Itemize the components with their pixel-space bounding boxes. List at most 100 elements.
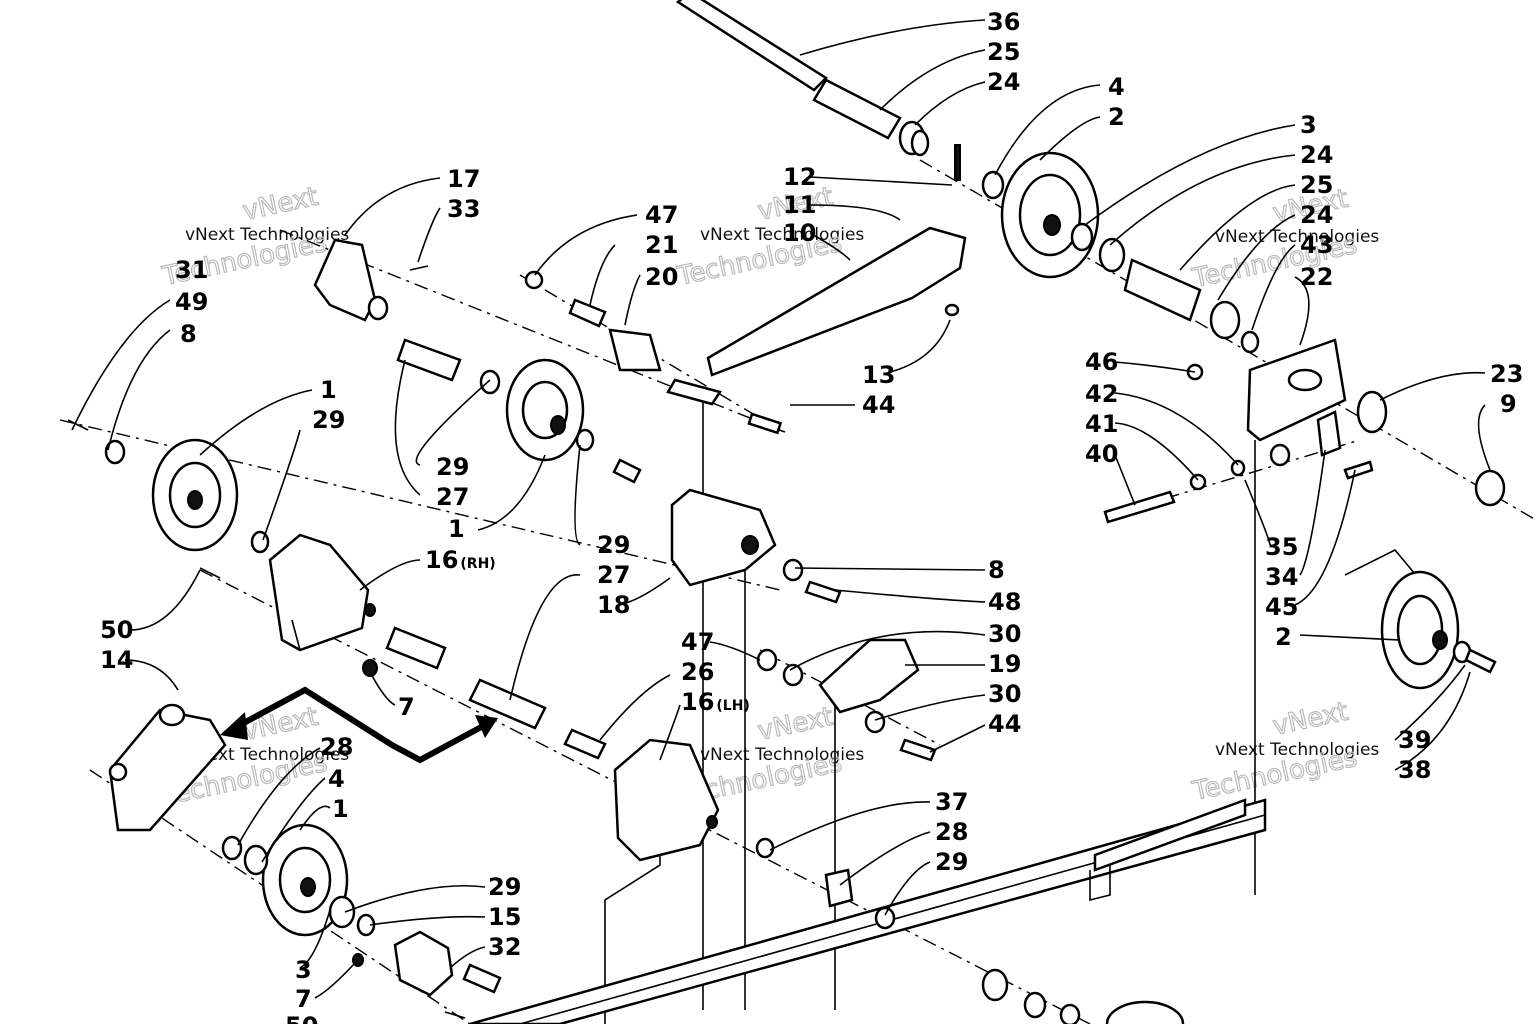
callout-24: 24	[1300, 141, 1333, 169]
wheel-1-middle	[505, 358, 642, 484]
callout-7: 7	[398, 693, 415, 721]
slide-rail	[469, 798, 1267, 1024]
callout-8: 8	[988, 556, 1005, 584]
callout-18: 18	[597, 591, 630, 619]
watermark-text: vNext Technologies	[185, 225, 349, 245]
callout-27: 27	[436, 483, 469, 511]
callout-22: 22	[1300, 263, 1333, 291]
callout-3: 3	[295, 956, 312, 984]
watermark-vnext: vNext	[240, 182, 321, 227]
callout-9: 9	[1500, 390, 1517, 418]
suspension-arm	[608, 226, 967, 435]
callout-2: 2	[1108, 103, 1125, 131]
callout-50: 50	[285, 1012, 318, 1024]
callout-19: 19	[988, 650, 1021, 678]
bracket-14	[108, 703, 227, 832]
callout-46: 46	[1085, 348, 1118, 376]
callout-48: 48	[988, 588, 1021, 616]
callout-28: 28	[935, 818, 968, 846]
bracket-16-lh	[613, 738, 720, 862]
bracket-16-rh	[268, 533, 378, 677]
direction-arrow	[220, 686, 498, 764]
callout-21: 21	[645, 231, 678, 259]
callout-labels: 36 25 24 4 2 3 24 25 24 43 22 17 33 47 2…	[100, 8, 1523, 1024]
callout-27: 27	[597, 561, 630, 589]
callout-29: 29	[597, 531, 630, 559]
callout-31: 31	[175, 256, 208, 284]
callout-49: 49	[175, 288, 208, 316]
callout-13: 13	[862, 361, 895, 389]
callout-45: 45	[1265, 593, 1298, 621]
watermark-vnext: vNext	[1270, 697, 1351, 742]
callout-7: 7	[295, 985, 312, 1013]
callout-50: 50	[100, 616, 133, 644]
callout-26: 26	[681, 658, 714, 686]
callout-16-lh: 16(LH)	[681, 688, 750, 716]
bracket-18	[670, 488, 842, 604]
small-parts	[67, 419, 896, 1019]
bracket-19	[756, 638, 937, 762]
wheel-upper-right	[981, 151, 1260, 354]
callout-40: 40	[1085, 440, 1118, 468]
callout-2: 2	[1275, 623, 1292, 651]
callout-1: 1	[320, 376, 337, 404]
leader-lines	[71, 19, 1491, 999]
callout-10: 10	[783, 219, 816, 247]
callout-44: 44	[988, 710, 1021, 738]
wheel-bottom-edge	[981, 968, 1185, 1024]
callout-47: 47	[645, 201, 678, 229]
callout-36: 36	[987, 8, 1020, 36]
callout-37: 37	[935, 788, 968, 816]
callout-1: 1	[332, 795, 349, 823]
callout-23: 23	[1490, 360, 1523, 388]
callout-44: 44	[862, 391, 895, 419]
callout-1: 1	[448, 515, 465, 543]
callout-34: 34	[1265, 563, 1298, 591]
callout-8: 8	[180, 320, 197, 348]
callout-25: 25	[987, 38, 1020, 66]
callout-17: 17	[447, 165, 480, 193]
callout-24: 24	[1300, 201, 1333, 229]
top-shaft	[675, 0, 961, 181]
callout-47: 47	[681, 628, 714, 656]
callout-42: 42	[1085, 380, 1118, 408]
callout-43: 43	[1300, 231, 1333, 259]
callout-30: 30	[988, 620, 1021, 648]
callout-24: 24	[987, 68, 1020, 96]
watermark-text: vNext Technologies	[185, 745, 349, 765]
callout-15: 15	[488, 903, 521, 931]
callout-28: 28	[320, 733, 353, 761]
callout-41: 41	[1085, 410, 1118, 438]
callout-39: 39	[1398, 726, 1431, 754]
callout-3: 3	[1300, 111, 1317, 139]
callout-38: 38	[1398, 756, 1431, 784]
watermark-vnext: vNext	[240, 702, 321, 747]
bracket-17	[313, 238, 429, 322]
watermark-text: vNext Technologies	[1215, 740, 1379, 760]
callout-25: 25	[1300, 171, 1333, 199]
callout-35: 35	[1265, 533, 1298, 561]
bracket-15	[352, 930, 454, 997]
callout-30: 30	[988, 680, 1021, 708]
callout-4: 4	[328, 765, 345, 793]
spacer-tubes	[385, 270, 607, 994]
callout-12: 12	[783, 163, 816, 191]
callout-29: 29	[488, 873, 521, 901]
callout-4: 4	[1108, 73, 1125, 101]
bracket-22	[1103, 338, 1506, 524]
callout-14: 14	[100, 646, 133, 674]
watermark-vnext: vNext	[755, 702, 836, 747]
wheel-1-left	[104, 438, 270, 554]
wheel-2-right	[1380, 570, 1497, 690]
watermark-text: vNext Technologies	[1215, 227, 1379, 247]
callout-29: 29	[436, 453, 469, 481]
callout-11: 11	[783, 191, 816, 219]
callout-16-rh: 16(RH)	[425, 546, 496, 574]
wheel-1-bottom	[221, 823, 376, 937]
watermark-text: vNext Technologies	[700, 745, 864, 765]
callout-29: 29	[312, 406, 345, 434]
callout-20: 20	[645, 263, 678, 291]
callout-29: 29	[935, 848, 968, 876]
callout-33: 33	[447, 195, 480, 223]
